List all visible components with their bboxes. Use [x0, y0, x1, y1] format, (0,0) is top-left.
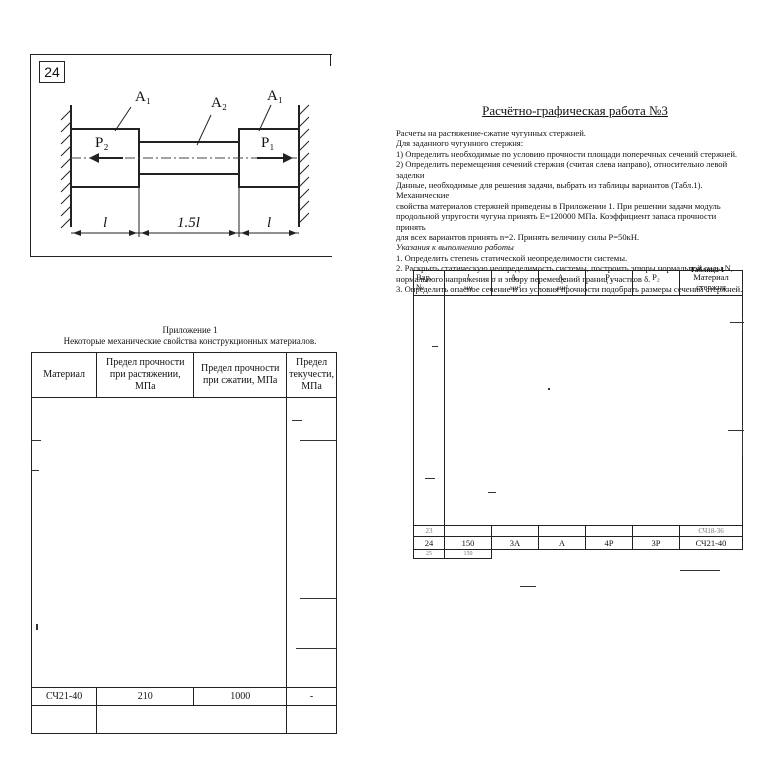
- task-title: Расчётно-графическая работа №3: [482, 103, 668, 118]
- col-material: Материал стержня: [679, 270, 743, 296]
- col-tensile: Предел прочности при растяжении, МПа: [96, 352, 195, 398]
- table-remnant-mark: [432, 346, 438, 347]
- table-remnant-mark: [520, 586, 536, 587]
- label-p2: P₂: [95, 135, 109, 151]
- task-line: 1) Определить необходимые по условию про…: [396, 148, 738, 159]
- table-remnant-mark: [680, 570, 720, 571]
- col-compressive: Предел прочности при сжатии, МПа: [193, 352, 288, 398]
- appendix-title-line: Приложение 1: [162, 325, 218, 335]
- scheme-border-fragment: [330, 54, 331, 66]
- task-line: свойства материалов стержней приведены в…: [396, 200, 721, 211]
- task-line: для всех вариантов принять n=2. Принять …: [396, 232, 640, 243]
- table-row: 25 150: [413, 549, 743, 559]
- col-p2: P₂: [632, 270, 680, 296]
- label-a2: A₂: [211, 95, 228, 111]
- table-remnant-mark: [425, 478, 435, 479]
- table-remnant-mark: [548, 388, 550, 390]
- table-remnant-mark: [292, 420, 302, 421]
- table-row: 23 СЧ18-36: [413, 525, 743, 537]
- task-line: Расчеты на растяжение-сжатие чугунных ст…: [396, 128, 586, 138]
- table-remnant-mark: [730, 322, 744, 323]
- table-remnant-mark: [31, 470, 39, 471]
- table-remnant-mark: [728, 430, 744, 431]
- guide-line: 1. Определить степень статической неопре…: [396, 252, 628, 263]
- table-remnant-mark: [300, 440, 336, 441]
- label-a1-left: A₁: [135, 89, 152, 105]
- materials-table: Материал Предел прочности при растяжении…: [30, 352, 337, 734]
- dim-middle: 1.5l: [177, 215, 200, 231]
- table-remnant-mark: [742, 318, 743, 330]
- table-remnant-mark: [300, 598, 336, 599]
- table-row-variant-24: 24 150 3A A 4P 3P СЧ21-40: [413, 536, 743, 550]
- task-line: Для заданного чугунного стержня:: [396, 138, 524, 149]
- task-line: продольной упругости чугуна принять E=12…: [396, 211, 717, 232]
- label-a1-right: A₁: [267, 88, 284, 104]
- col-yield: Предел текучести, МПа: [286, 352, 337, 398]
- dim-right: l: [267, 215, 272, 231]
- rod-scheme-drawing: [60, 104, 310, 237]
- table-remnant-mark: [31, 440, 41, 441]
- guide-heading: Указания к выполнению работы: [396, 242, 514, 253]
- table-row: СЧ21-40 210 1000 -: [30, 687, 337, 706]
- table-header-row: Материал Предел прочности при растяжении…: [30, 352, 337, 398]
- table-row-obscured: [413, 295, 743, 526]
- appendix-title-line: Некоторые механические свойства конструк…: [63, 336, 317, 346]
- col-material: Материал: [30, 352, 98, 398]
- table-remnant-mark: [36, 624, 38, 630]
- appendix-title: Приложение 1 Некоторые механические свой…: [40, 325, 340, 347]
- table-row-obscured: [30, 397, 337, 688]
- task-line: 2) Определить перемещения сечений стержн…: [396, 159, 728, 180]
- table1-caption: Таблица 1: [690, 265, 725, 274]
- guide-line: 2. Раскрыть статическую неопределимость …: [396, 263, 733, 274]
- table-row-obscured: [30, 705, 337, 734]
- dim-left: l: [103, 215, 108, 231]
- table-remnant-mark: [296, 648, 336, 649]
- task-line: Данные, необходимые для решения задачи, …: [396, 180, 703, 201]
- col-p1: P₁: [585, 270, 633, 296]
- col-variant: Вар. №: [413, 270, 445, 296]
- table-remnant-mark: [742, 425, 743, 455]
- variant-number-box: 24: [39, 61, 65, 83]
- label-p1: P₁: [261, 135, 275, 151]
- table-remnant-mark: [488, 492, 496, 493]
- scheme-figure: 24: [30, 54, 332, 257]
